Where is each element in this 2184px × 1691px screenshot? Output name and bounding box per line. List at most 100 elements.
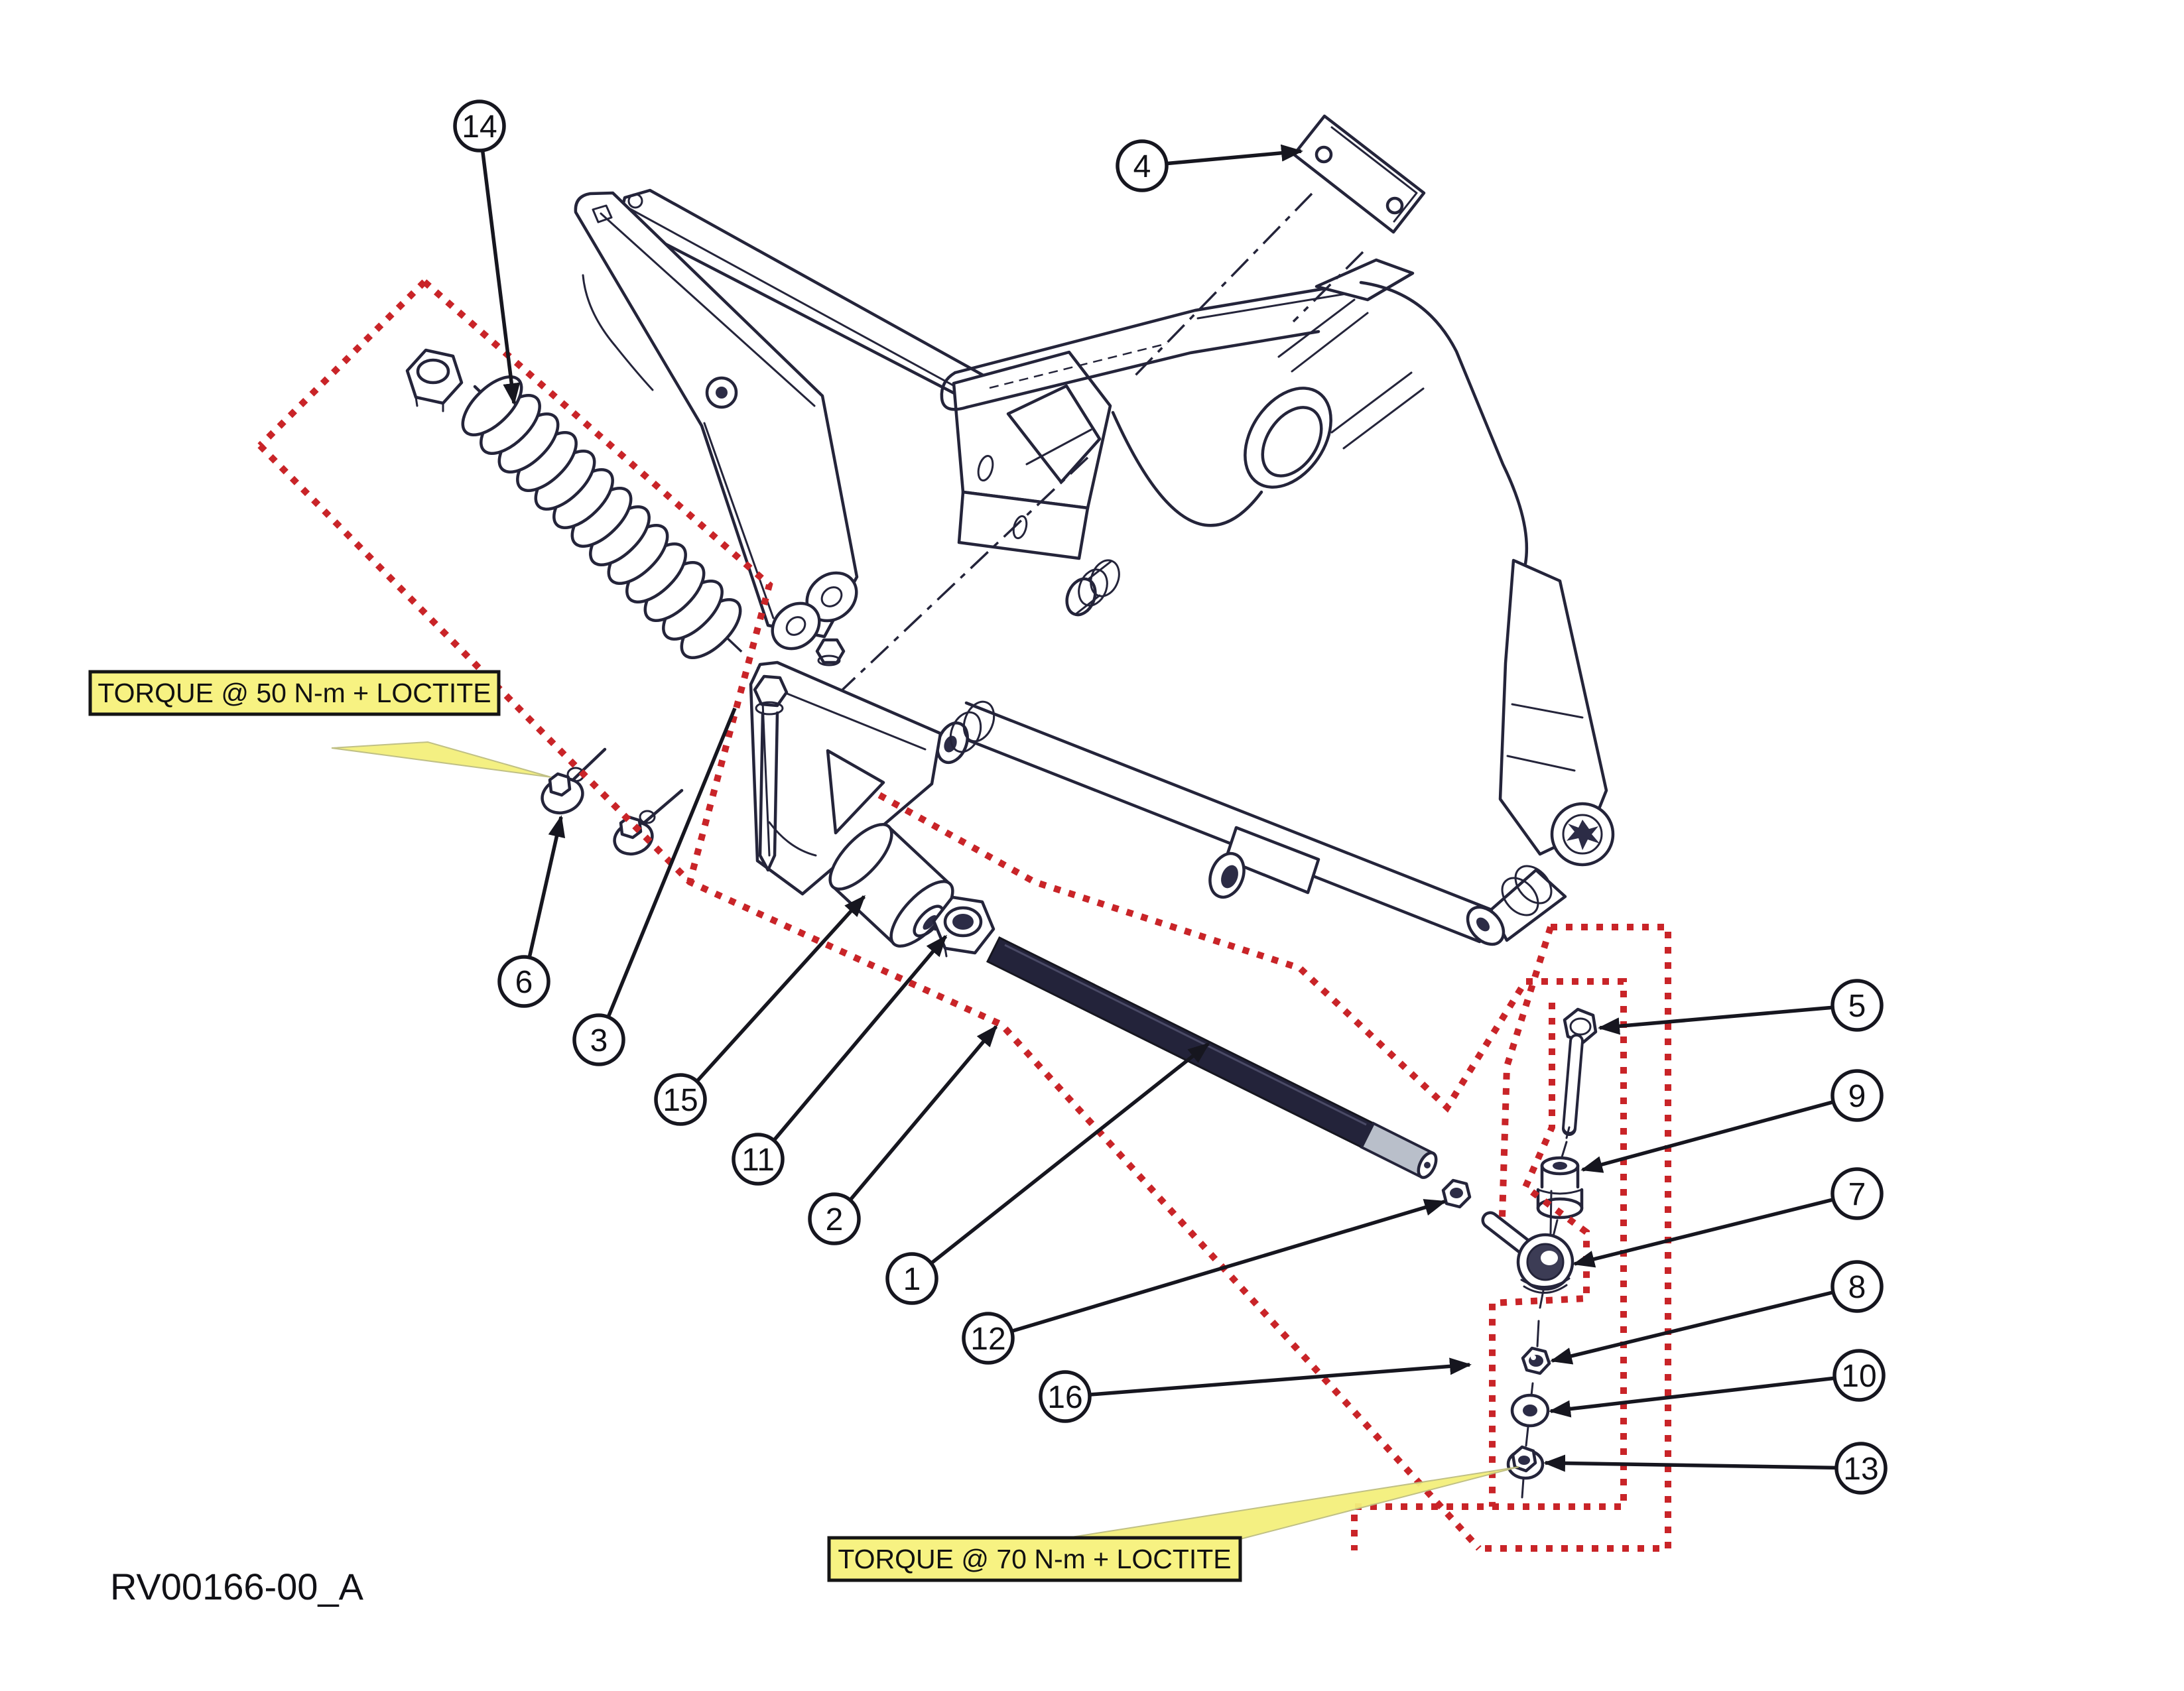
part-threaded-shaft bbox=[986, 936, 1438, 1179]
balloon-4-number: 4 bbox=[1133, 149, 1151, 184]
leader-line-9 bbox=[1580, 1100, 1834, 1173]
dotted-rect-spring-top-right bbox=[422, 279, 773, 883]
part-flanged-nut bbox=[1506, 1426, 1545, 1499]
dotted-outer-boot bbox=[1480, 924, 1671, 1552]
leader-line-6 bbox=[527, 815, 566, 958]
balloon-9-number: 9 bbox=[1848, 1079, 1866, 1114]
leader-line-11 bbox=[772, 934, 948, 1142]
part-coil-spring bbox=[461, 375, 742, 659]
part-hex-nut-spring bbox=[405, 348, 464, 412]
dotted-long-diagonal bbox=[257, 443, 1482, 1551]
balloon-12-circle bbox=[962, 1312, 1015, 1365]
balloon-5-circle bbox=[1831, 979, 1884, 1032]
balloon-11-circle bbox=[732, 1133, 785, 1186]
balloon-2-circle bbox=[808, 1192, 861, 1245]
leader-line-2 bbox=[848, 1025, 998, 1202]
balloon-11: 11 bbox=[732, 1133, 785, 1186]
balloon-14: 14 bbox=[453, 99, 506, 153]
part-shock-bracket bbox=[749, 638, 942, 896]
balloon-8-number: 8 bbox=[1848, 1270, 1866, 1305]
balloon-14-number: 14 bbox=[462, 109, 497, 145]
dotted-outer-left-edge bbox=[1499, 926, 1554, 1218]
part-flanged-screw-1 bbox=[541, 747, 607, 815]
balloon-6-number: 6 bbox=[515, 965, 533, 1000]
torque-label-70: TORQUE @ 70 N-m + LOCTITE bbox=[827, 1536, 1242, 1582]
leader-line-10 bbox=[1549, 1376, 1835, 1418]
leader-line-16 bbox=[1089, 1357, 1472, 1397]
frame-right-tower bbox=[1244, 281, 1529, 566]
balloon-2-number: 2 bbox=[826, 1202, 844, 1237]
part-flanged-screw-2 bbox=[613, 788, 684, 856]
balloon-14-circle bbox=[453, 99, 506, 153]
leader-line-13 bbox=[1543, 1454, 1837, 1472]
balloon-15-circle bbox=[654, 1073, 707, 1126]
balloon-4-circle bbox=[1116, 139, 1169, 192]
balloon-10-circle bbox=[1832, 1349, 1886, 1402]
balloon-4: 4 bbox=[1116, 139, 1169, 192]
balloon-12: 12 bbox=[962, 1312, 1015, 1365]
balloon-7-number: 7 bbox=[1848, 1177, 1866, 1212]
balloon-9-circle bbox=[1831, 1069, 1884, 1122]
leader-line-15 bbox=[695, 895, 866, 1083]
balloon-15-number: 15 bbox=[663, 1083, 698, 1118]
balloon-11-number: 11 bbox=[741, 1143, 775, 1178]
balloon-1-circle bbox=[885, 1252, 938, 1305]
balloon-1: 1 bbox=[885, 1252, 938, 1305]
leader-line-5 bbox=[1598, 1005, 1833, 1035]
balloon-16: 16 bbox=[1039, 1370, 1092, 1423]
frame-main-beam bbox=[940, 258, 1415, 527]
frame-lower-tube bbox=[936, 559, 1494, 944]
balloon-13-circle bbox=[1834, 1442, 1888, 1495]
balloon-3-circle bbox=[572, 1013, 625, 1066]
part-retainer-plate bbox=[1292, 114, 1426, 234]
torque-wedges bbox=[331, 741, 1519, 1540]
centerline-plate-2 bbox=[1292, 251, 1364, 323]
part-washer bbox=[1510, 1382, 1550, 1428]
balloon-7-circle bbox=[1831, 1167, 1884, 1220]
leader-lines bbox=[480, 144, 1837, 1472]
torque-label-50-box bbox=[88, 670, 501, 716]
torque-50-wedge bbox=[331, 741, 552, 778]
part-hex-nut-small bbox=[1521, 1320, 1551, 1375]
balloon-16-number: 16 bbox=[1047, 1380, 1082, 1415]
leader-line-12 bbox=[1011, 1199, 1446, 1334]
torque-label-70-text: TORQUE @ 70 N-m + LOCTITE bbox=[838, 1544, 1231, 1574]
frame-rear-junction bbox=[1466, 802, 1615, 946]
part-hex-bolt bbox=[1562, 1007, 1598, 1139]
balloon-9: 9 bbox=[1831, 1069, 1884, 1122]
leader-line-7 bbox=[1573, 1198, 1834, 1268]
drawing-part-number: RV00166-00_A bbox=[110, 1566, 364, 1607]
balloon-16-circle bbox=[1039, 1370, 1092, 1423]
frame-left-arm bbox=[574, 191, 859, 651]
balloon-15: 15 bbox=[654, 1073, 707, 1126]
balloon-1-number: 1 bbox=[903, 1262, 921, 1297]
centerline-bolt-bushing bbox=[1560, 1141, 1568, 1160]
dotted-rect-spring-top-left bbox=[257, 279, 427, 448]
torque-label-50: TORQUE @ 50 N-m + LOCTITE bbox=[88, 670, 501, 716]
balloon-3: 3 bbox=[572, 1013, 625, 1066]
leader-line-1 bbox=[930, 1042, 1210, 1265]
frame-assembly-drawing bbox=[574, 188, 1615, 946]
balloon-5-number: 5 bbox=[1848, 989, 1866, 1024]
leader-line-4 bbox=[1166, 144, 1303, 166]
balloon-8: 8 bbox=[1831, 1260, 1884, 1313]
leader-line-8 bbox=[1550, 1290, 1834, 1365]
balloon-2: 2 bbox=[808, 1192, 861, 1245]
torque-labels: TORQUE @ 50 N-m + LOCTITE TORQUE @ 70 N-… bbox=[88, 670, 1242, 1582]
balloon-6: 6 bbox=[497, 955, 550, 1008]
balloon-6-circle bbox=[497, 955, 550, 1008]
part-rod-end bbox=[1481, 1190, 1574, 1309]
part-spacer bbox=[828, 823, 954, 948]
balloon-5: 5 bbox=[1831, 979, 1884, 1032]
part-jam-nut bbox=[1441, 1178, 1472, 1209]
balloon-3-number: 3 bbox=[590, 1023, 608, 1058]
dotted-inner-wiggle bbox=[1489, 1003, 1590, 1507]
torque-label-70-box bbox=[827, 1536, 1242, 1582]
leader-line-14 bbox=[480, 150, 521, 405]
leader-line-3 bbox=[606, 707, 737, 1018]
balloon-13: 13 bbox=[1834, 1442, 1888, 1495]
part-lock-nut bbox=[932, 895, 996, 958]
balloon-12-number: 12 bbox=[970, 1322, 1005, 1357]
